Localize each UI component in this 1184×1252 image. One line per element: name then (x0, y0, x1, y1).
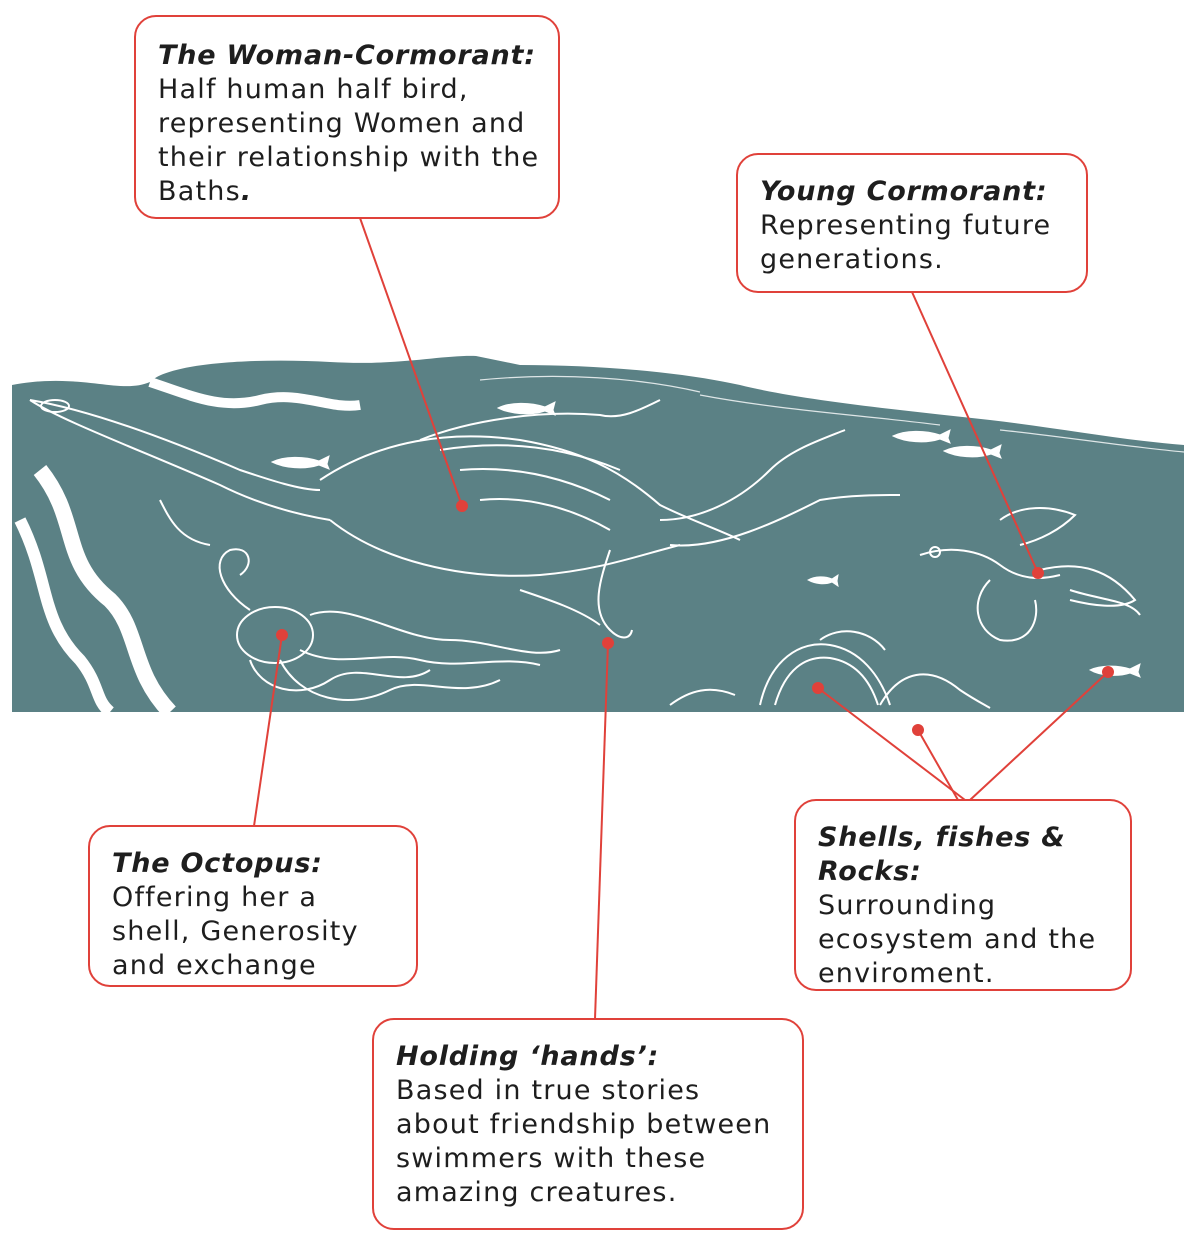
pointer-dot-young (1032, 567, 1044, 579)
callout-title: The Octopus: (112, 848, 323, 879)
wave-lines (479, 375, 1184, 453)
woman-cormorant-figure (29, 399, 901, 639)
pointer-dot-rocks (812, 682, 824, 694)
callout-pointers (253, 217, 1114, 1020)
pointer-dot-fish (1102, 666, 1114, 678)
pointer-dot-hands (602, 637, 614, 649)
callout-title: Shells, fishes & Rocks: (818, 822, 1066, 887)
callout-octopus: The Octopus: Offering her a shell, Gener… (88, 825, 418, 987)
callout-young-cormorant: Young Cormorant: Representing future gen… (736, 153, 1088, 293)
octopus-figure (159, 499, 561, 701)
callout-text: Representing future generations. (760, 210, 1052, 275)
wave-ribbon (148, 377, 361, 411)
callout-title: Young Cormorant: (760, 176, 1048, 207)
callout-shells-fishes-rocks: Shells, fishes & Rocks: Surrounding ecos… (794, 799, 1132, 991)
callout-text: Offering her a shell, Generosity and exc… (112, 882, 359, 981)
wave-ribbon (33, 465, 176, 718)
pointer-dot-octopus (276, 629, 288, 641)
callout-text: Half human half bird, representing Women… (158, 74, 540, 207)
wave-ribbon (14, 517, 115, 717)
callout-text: Based in true stories about friendship b… (396, 1075, 772, 1208)
callout-woman-cormorant: The Woman-Cormorant: Half human half bir… (134, 15, 560, 219)
pointer-dot-shell (912, 724, 924, 736)
pointer-dot-woman (456, 500, 468, 512)
callout-title: Holding ‘hands’: (396, 1041, 660, 1072)
callout-holding-hands: Holding ‘hands’: Based in true stories a… (372, 1018, 804, 1230)
fishes (270, 401, 1141, 768)
water-background (12, 355, 1184, 712)
rocks (669, 630, 991, 709)
callout-title: The Woman-Cormorant: (158, 40, 536, 71)
callout-text: Surrounding ecosystem and the enviroment… (818, 890, 1097, 989)
